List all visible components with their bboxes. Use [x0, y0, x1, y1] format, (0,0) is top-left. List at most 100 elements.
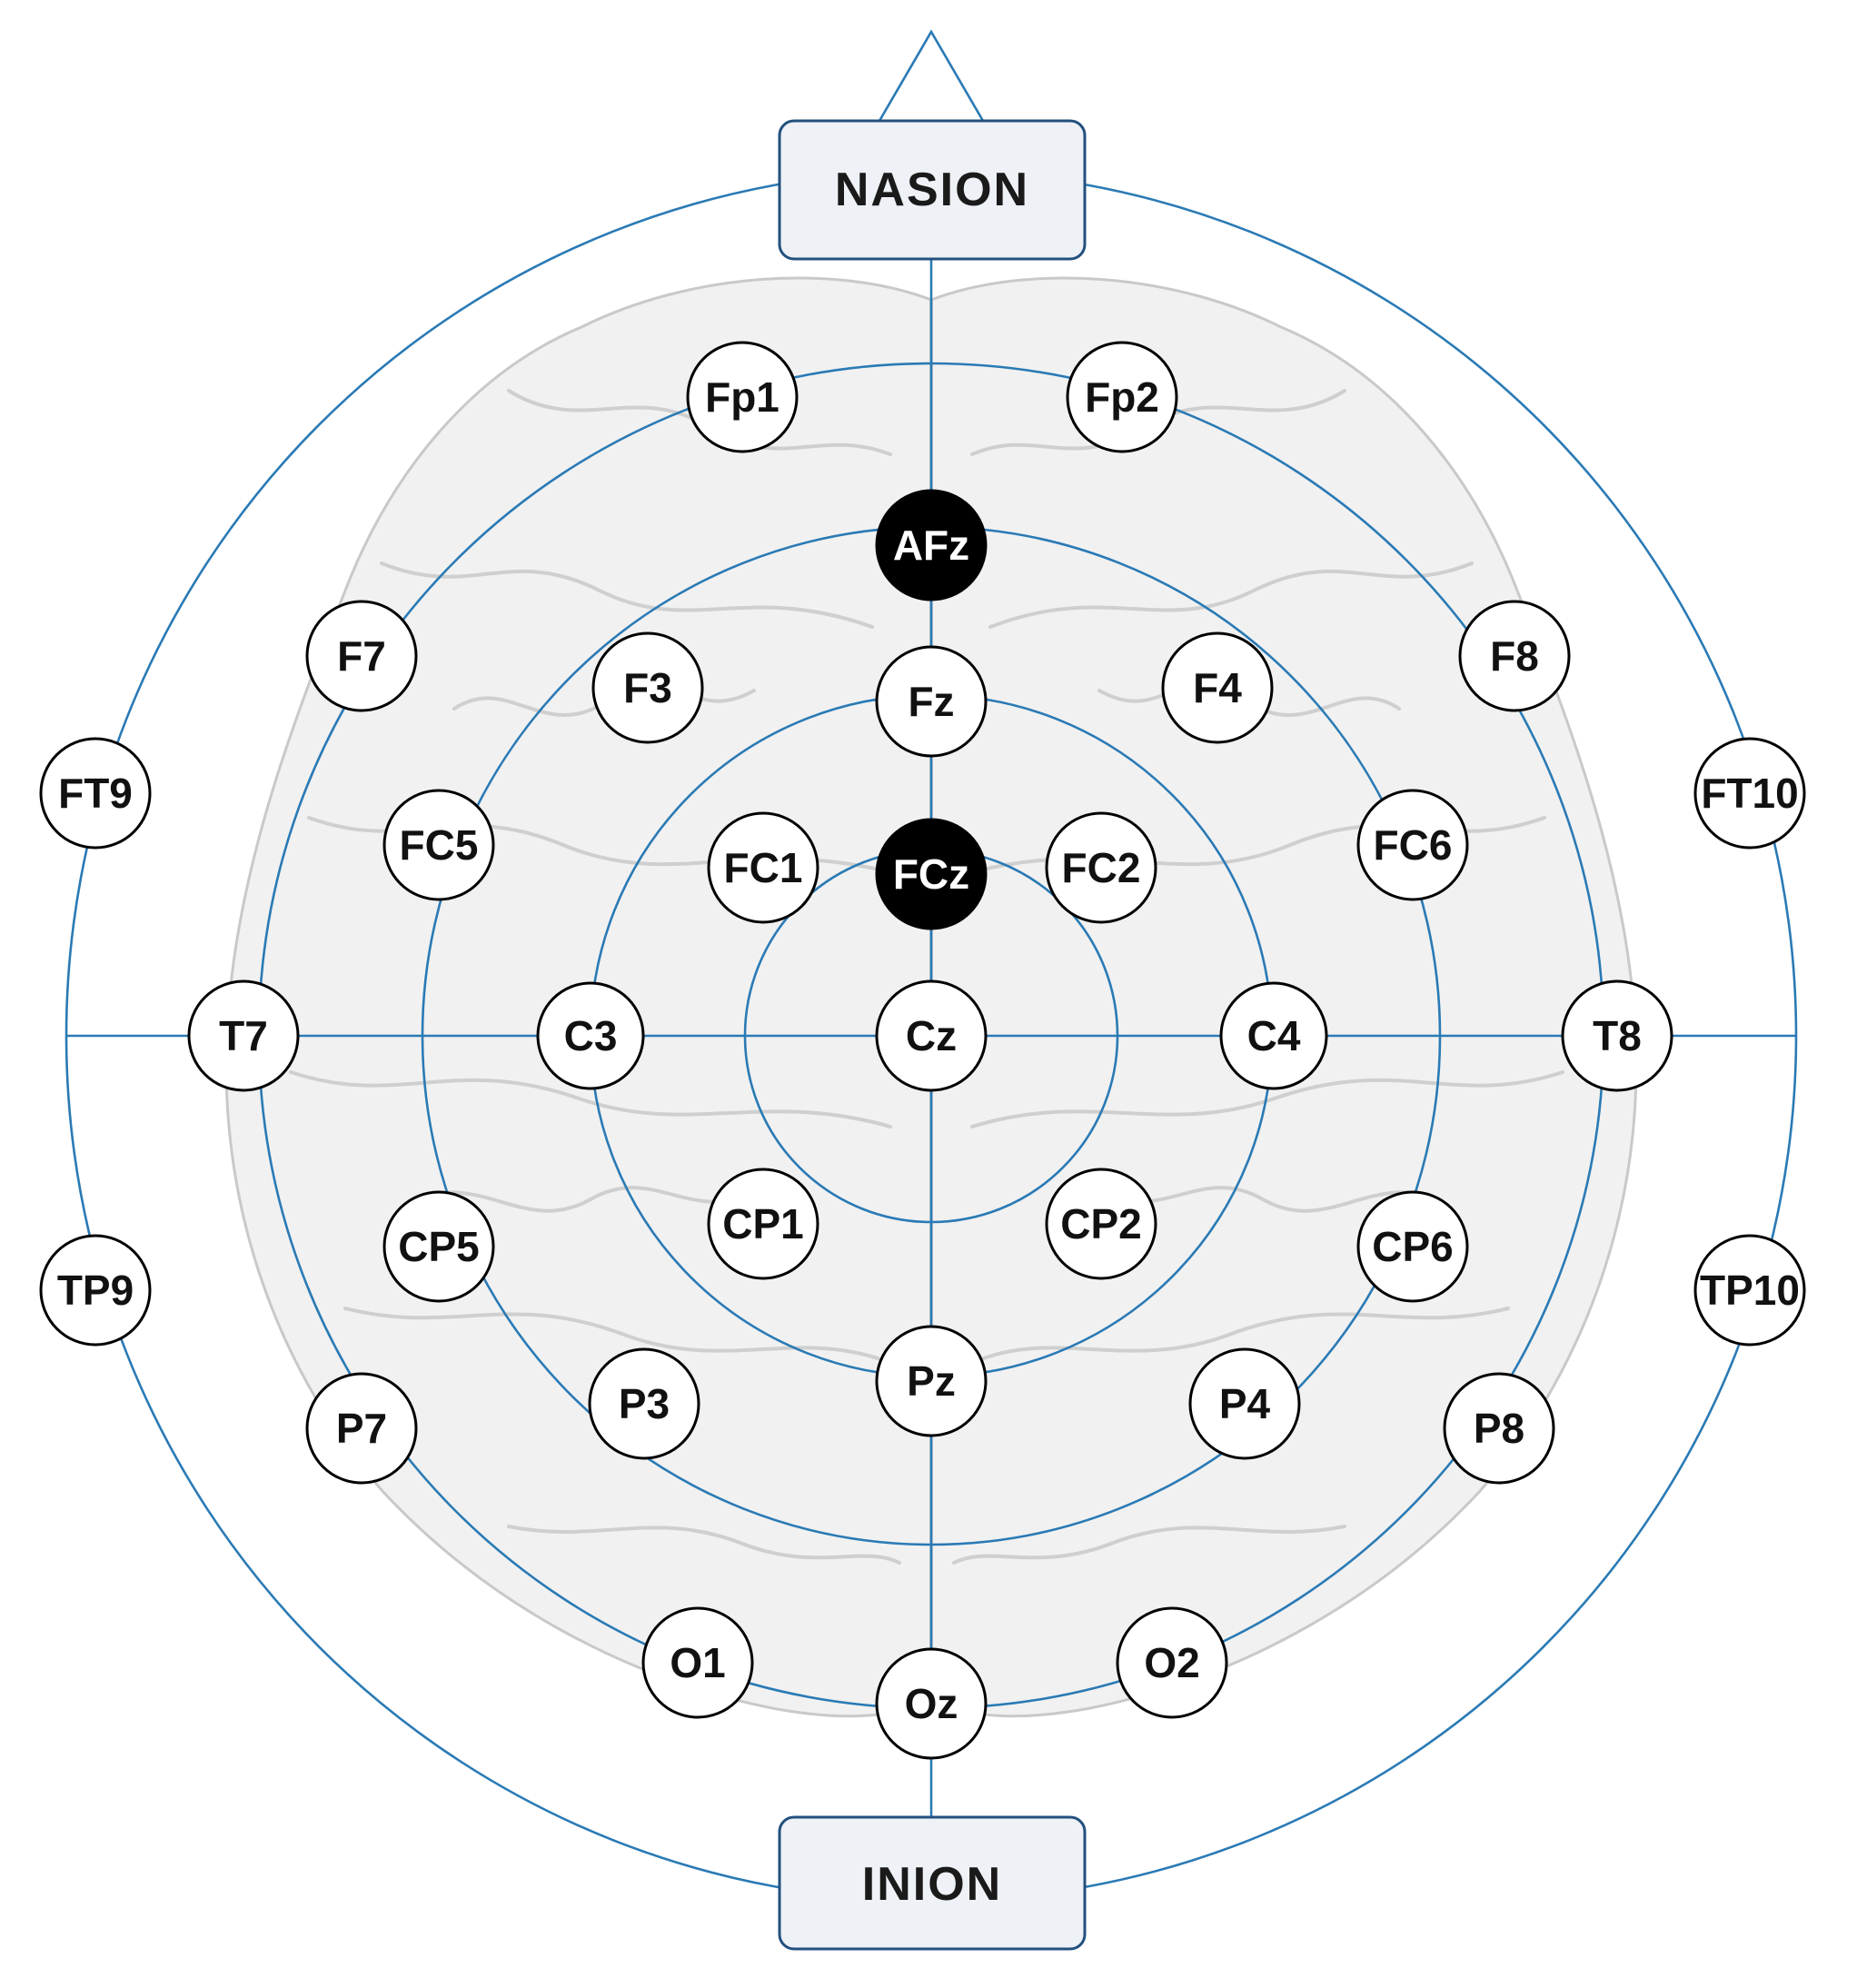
- landmark-inion: INION: [778, 1815, 1087, 1951]
- electrode-circle: [707, 811, 819, 924]
- electrode-label: C3: [564, 1012, 618, 1059]
- electrode-oz: Oz: [875, 1647, 988, 1760]
- electrode-p4: P4: [1188, 1347, 1301, 1460]
- nasion-label: NASION: [835, 164, 1029, 216]
- electrode-circle: [1116, 1606, 1228, 1719]
- inion-label: INION: [862, 1858, 1002, 1911]
- electrode-label: T8: [1593, 1012, 1642, 1059]
- electrode-circle: [875, 489, 988, 601]
- electrode-circle: [39, 737, 152, 850]
- electrode-label: CP1: [722, 1200, 803, 1247]
- electrode-label: CP6: [1372, 1223, 1453, 1270]
- electrode-t7: T7: [187, 979, 300, 1092]
- electrode-fc1: FC1: [707, 811, 819, 924]
- electrode-circle: [588, 1347, 700, 1460]
- electrode-f4: F4: [1161, 631, 1274, 744]
- electrode-ft9: FT9: [39, 737, 152, 850]
- electrode-label: T7: [219, 1012, 268, 1059]
- electrode-cz: Cz: [875, 979, 988, 1092]
- electrode-label: CP5: [398, 1223, 479, 1270]
- electrode-tp10: TP10: [1693, 1234, 1806, 1347]
- electrode-circle: [875, 979, 988, 1092]
- electrode-circle: [1045, 1168, 1157, 1280]
- electrode-circle: [1458, 600, 1571, 712]
- electrode-f7: F7: [305, 600, 418, 712]
- electrode-p3: P3: [588, 1347, 700, 1460]
- electrode-label: Fp1: [705, 373, 780, 421]
- electrode-cp6: CP6: [1356, 1190, 1469, 1303]
- electrode-circle: [1219, 981, 1328, 1090]
- electrode-circle: [1443, 1372, 1555, 1485]
- electrode-p7: P7: [305, 1372, 418, 1485]
- electrode-label: FC1: [724, 844, 803, 891]
- electrode-label: P4: [1219, 1380, 1271, 1427]
- electrode-circle: [875, 818, 988, 930]
- electrode-p8: P8: [1443, 1372, 1555, 1485]
- electrode-tp9: TP9: [39, 1234, 152, 1347]
- electrode-fp1: Fp1: [686, 341, 799, 453]
- electrode-circle: [641, 1606, 754, 1719]
- electrode-label: C4: [1247, 1012, 1301, 1059]
- electrode-circle: [536, 981, 645, 1090]
- electrode-circle: [875, 1647, 988, 1760]
- electrode-circle: [305, 600, 418, 712]
- electrode-circle: [875, 645, 988, 758]
- electrode-o2: O2: [1116, 1606, 1228, 1719]
- electrode-o1: O1: [641, 1606, 754, 1719]
- electrode-circle: [1356, 789, 1469, 901]
- electrode-label: Fz: [908, 678, 954, 725]
- landmark-nasion: NASION: [778, 119, 1087, 261]
- electrode-label: FC6: [1374, 821, 1453, 869]
- electrode-pz: Pz: [875, 1325, 988, 1437]
- electrode-label: FT9: [58, 770, 133, 817]
- nose-marker: [878, 29, 985, 122]
- electrode-circle: [875, 1325, 988, 1437]
- electrode-fc6: FC6: [1356, 789, 1469, 901]
- electrode-label: Pz: [907, 1357, 956, 1405]
- electrode-c4: C4: [1219, 981, 1328, 1090]
- electrode-fz: Fz: [875, 645, 988, 758]
- electrode-label: O2: [1144, 1639, 1199, 1686]
- electrode-circle: [1188, 1347, 1301, 1460]
- nasion-box: [778, 119, 1087, 261]
- electrode-label: AFz: [893, 522, 969, 569]
- electrode-circle: [305, 1372, 418, 1485]
- electrode-label: O1: [670, 1639, 725, 1686]
- electrode-label: P7: [336, 1405, 387, 1452]
- electrode-afz: AFz: [875, 489, 988, 601]
- electrode-fc5: FC5: [382, 789, 495, 901]
- electrode-label: TP10: [1700, 1267, 1800, 1314]
- electrode-label: F3: [623, 664, 672, 711]
- electrode-circle: [1356, 1190, 1469, 1303]
- electrode-circle: [591, 631, 704, 744]
- electrode-fc2: FC2: [1045, 811, 1157, 924]
- electrode-label: P8: [1474, 1405, 1524, 1452]
- electrode-label: F8: [1490, 632, 1539, 680]
- electrode-fcz: FCz: [875, 818, 988, 930]
- electrode-circle: [1045, 811, 1157, 924]
- electrode-label: P3: [619, 1380, 670, 1427]
- electrode-label: Cz: [906, 1012, 957, 1059]
- electrode-label: Fp2: [1085, 373, 1159, 421]
- electrode-circle: [39, 1234, 152, 1347]
- electrode-label: FT10: [1701, 770, 1798, 817]
- electrode-circle: [686, 341, 799, 453]
- electrode-fp2: Fp2: [1066, 341, 1178, 453]
- electrode-label: FC5: [400, 821, 479, 869]
- electrode-circle: [707, 1168, 819, 1280]
- electrode-cp2: CP2: [1045, 1168, 1157, 1280]
- electrode-cp1: CP1: [707, 1168, 819, 1280]
- electrode-circle: [187, 979, 300, 1092]
- electrode-circle: [382, 1190, 495, 1303]
- inion-box: [778, 1815, 1087, 1951]
- electrode-c3: C3: [536, 981, 645, 1090]
- electrode-circle: [1693, 1234, 1806, 1347]
- electrode-ft10: FT10: [1693, 737, 1806, 850]
- electrode-f8: F8: [1458, 600, 1571, 712]
- electrode-circle: [1066, 341, 1178, 453]
- electrode-f3: F3: [591, 631, 704, 744]
- electrode-label: CP2: [1060, 1200, 1141, 1247]
